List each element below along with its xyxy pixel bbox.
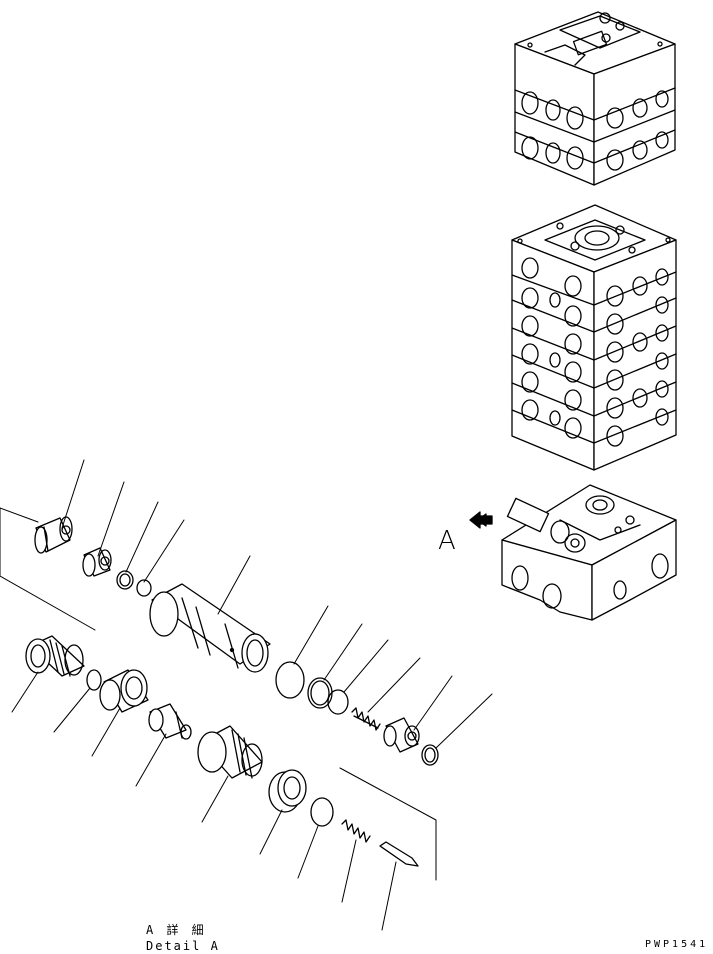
- part-o-ring-2: [327, 689, 349, 715]
- valve-block-top: [514, 11, 676, 186]
- part-sleeve: [82, 547, 112, 577]
- detail-caption-japanese: A 詳 細: [146, 923, 207, 937]
- part-o-ring: [136, 579, 152, 597]
- part-large-backup-ring-inner: [310, 680, 330, 706]
- drawing-code: PWP1541: [645, 939, 709, 950]
- part-o-ring-4: [310, 797, 334, 827]
- part-pin: [379, 841, 419, 867]
- part-spring: [351, 707, 381, 731]
- frame-lines: [0, 507, 437, 881]
- part-lock-nut: [268, 769, 307, 813]
- part-snap-ring: [421, 744, 439, 766]
- part-backup-ring-inner: [119, 573, 131, 587]
- part-nut: [99, 669, 149, 713]
- part-valve-housing: [149, 583, 271, 673]
- view-arrow-icon: [469, 511, 493, 529]
- part-spring-2: [341, 819, 371, 843]
- part-backup-ring: [116, 570, 134, 590]
- detail-caption-english: Detail A: [146, 939, 220, 953]
- part-large-o-ring: [275, 661, 305, 699]
- leader-lines: [11, 459, 493, 931]
- valve-block-middle: [511, 204, 677, 471]
- view-marker-label: A: [438, 526, 456, 556]
- part-threaded-sleeve: [197, 725, 263, 779]
- part-snap-ring-inner: [424, 747, 436, 763]
- part-threaded-plug: [25, 635, 85, 677]
- part-poppet: [148, 703, 192, 740]
- part-piston: [383, 717, 420, 753]
- part-o-ring-3: [86, 669, 102, 691]
- part-spool-plug: [34, 516, 73, 554]
- inlet-block-bottom: [501, 484, 677, 621]
